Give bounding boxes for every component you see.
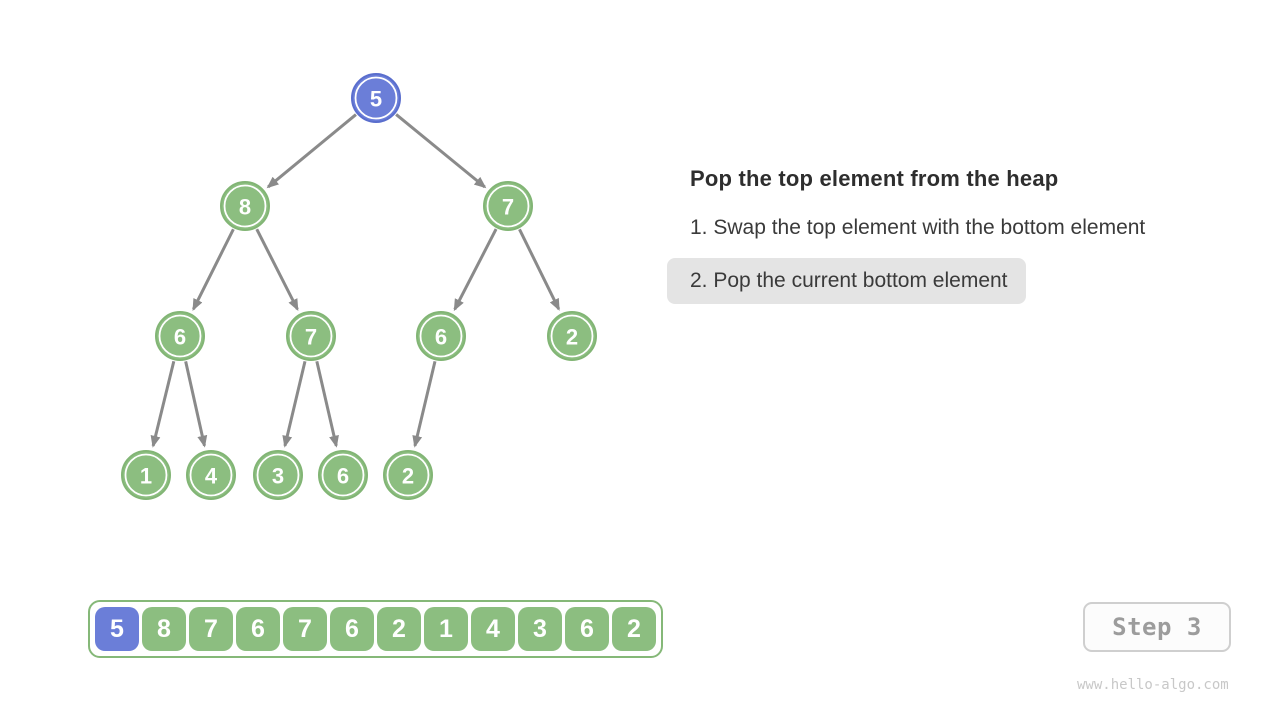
tree-node-2: 2 <box>547 311 597 361</box>
array-cell-9: 3 <box>518 607 562 651</box>
tree-node-7: 7 <box>286 311 336 361</box>
tree-edge <box>395 113 487 189</box>
tree-edge <box>282 360 307 448</box>
svg-text:6: 6 <box>174 325 186 350</box>
svg-text:7: 7 <box>305 325 317 350</box>
tree-edge <box>266 113 357 189</box>
array-cell-2: 7 <box>189 607 233 651</box>
tree-edge <box>412 360 437 448</box>
array-cell-11: 2 <box>612 607 656 651</box>
array-cell-3: 6 <box>236 607 280 651</box>
array-cell-7: 1 <box>424 607 468 651</box>
array-cell-4: 7 <box>283 607 327 651</box>
tree-node-8: 8 <box>220 181 270 231</box>
svg-text:7: 7 <box>502 195 514 220</box>
tree-node-6: 6 <box>155 311 205 361</box>
heap-tree: 5 8 7 6 7 6 2 1 4 3 6 2 <box>121 73 597 500</box>
svg-text:5: 5 <box>370 87 382 112</box>
tree-node-1: 1 <box>121 450 171 500</box>
tree-edge <box>150 360 176 448</box>
tree-edge <box>184 361 208 448</box>
array-cell-5: 6 <box>330 607 374 651</box>
array-cell-6: 2 <box>377 607 421 651</box>
step-indicator: Step 3 <box>1083 602 1231 652</box>
tree-node-2: 2 <box>383 450 433 500</box>
instruction-step-2: 2. Pop the current bottom element <box>667 258 1026 304</box>
svg-text:6: 6 <box>435 325 447 350</box>
tree-node-6: 6 <box>416 311 466 361</box>
instruction-step-1: 1. Swap the top element with the bottom … <box>690 216 1146 239</box>
svg-text:8: 8 <box>239 195 251 220</box>
tree-node-7: 7 <box>483 181 533 231</box>
svg-text:4: 4 <box>205 464 218 489</box>
tree-node-5: 5 <box>351 73 401 123</box>
svg-text:2: 2 <box>566 325 578 350</box>
tree-edge <box>315 361 339 448</box>
tree-edge <box>255 228 299 312</box>
array-cell-1: 8 <box>142 607 186 651</box>
svg-text:1: 1 <box>140 464 152 489</box>
tree-edge <box>192 228 235 311</box>
tree-node-3: 3 <box>253 450 303 500</box>
array-cell-0: 5 <box>95 607 139 651</box>
tree-edge <box>518 228 561 311</box>
tree-node-6: 6 <box>318 450 368 500</box>
svg-text:6: 6 <box>337 464 349 489</box>
svg-text:3: 3 <box>272 464 284 489</box>
panel-title: Pop the top element from the heap <box>690 166 1059 191</box>
svg-text:2: 2 <box>402 464 414 489</box>
array-cell-8: 4 <box>471 607 515 651</box>
tree-edge <box>453 228 498 312</box>
instruction-panel: Pop the top element from the heap 1. Swa… <box>667 160 1247 304</box>
tree-node-4: 4 <box>186 450 236 500</box>
array-cell-10: 6 <box>565 607 609 651</box>
watermark: www.hello-algo.com <box>1077 677 1229 693</box>
